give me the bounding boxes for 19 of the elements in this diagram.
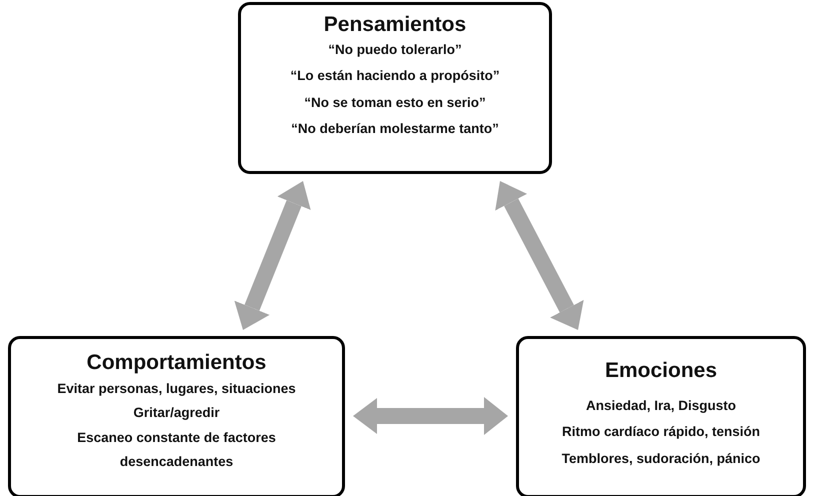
box-text: Ritmo cardíaco rápido, tensión [562,423,760,442]
double-arrow [353,397,508,435]
box-text: Temblores, sudoración, pánico [562,450,760,468]
box-text: “No se toman esto en serio” [304,94,486,112]
box-text: Ansiedad, Ira, Disgusto [586,397,736,415]
box-text: Escaneo constante de factores desencadenantes [76,428,277,471]
box-text: Evitar personas, lugares, situaciones [57,380,296,398]
box-text: “Lo están haciendo a propósito” [290,67,500,86]
text-box [8,336,345,496]
box-text: “No deberían molestarme tanto” [291,120,499,138]
box-heading: Comportamientos [86,351,266,375]
double-arrow [495,181,584,330]
text-box [238,2,552,174]
box-heading: Pensamientos [324,13,466,37]
text-box [516,336,806,496]
box-heading: Emociones [604,359,718,383]
box-text: Gritar/agredir [133,404,220,422]
double-arrow [234,181,311,330]
box-text: “No puedo tolerarlo” [328,41,462,59]
